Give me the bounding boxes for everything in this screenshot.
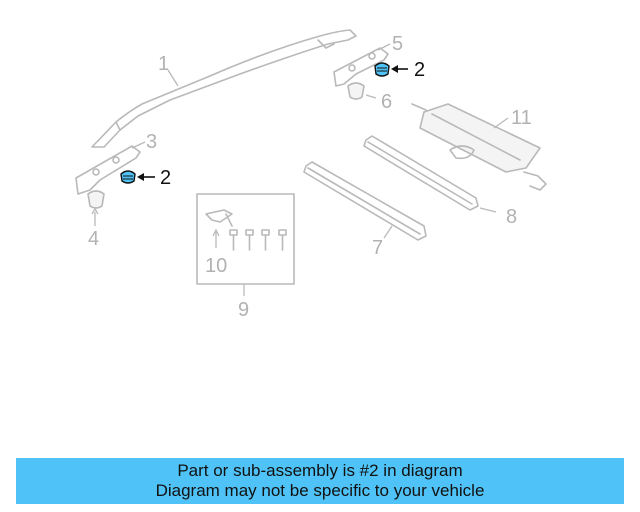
callout-4: 4 bbox=[88, 228, 99, 250]
front-trim-part bbox=[303, 161, 427, 241]
rear-cap-part bbox=[347, 82, 377, 100]
callout-11: 11 bbox=[493, 107, 532, 129]
callout-5: 5 bbox=[377, 33, 403, 55]
front-bracket-part bbox=[75, 145, 141, 195]
svg-text:7: 7 bbox=[372, 237, 383, 259]
bolt-2 bbox=[245, 229, 254, 251]
callout-2-front: 2 bbox=[137, 167, 171, 189]
svg-text:3: 3 bbox=[146, 131, 157, 153]
callout-3: 3 bbox=[131, 131, 157, 153]
svg-text:1: 1 bbox=[158, 53, 169, 75]
banner-line-2: Diagram may not be specific to your vehi… bbox=[155, 481, 485, 500]
info-banner: Part or sub-assembly is #2 in diagram Di… bbox=[16, 458, 624, 504]
bolt-1 bbox=[229, 229, 238, 251]
parts-diagram: 1 3 4 2 5 2 bbox=[75, 29, 547, 321]
callout-6: 6 bbox=[381, 91, 392, 113]
svg-text:5: 5 bbox=[392, 33, 403, 55]
front-clip-highlighted bbox=[120, 170, 136, 184]
slide-assembly-part bbox=[411, 103, 547, 191]
rear-clip-highlighted bbox=[374, 62, 390, 77]
svg-text:2: 2 bbox=[414, 59, 425, 81]
banner-line-1: Part or sub-assembly is #2 in diagram bbox=[177, 461, 463, 480]
bolt-4 bbox=[278, 229, 287, 251]
svg-text:2: 2 bbox=[160, 167, 171, 189]
front-clip-shape bbox=[120, 170, 136, 184]
callout-7: 7 bbox=[372, 225, 393, 259]
callout-2-rear: 2 bbox=[391, 59, 425, 81]
rear-clip-shape bbox=[374, 62, 390, 77]
roof-rail-part bbox=[91, 29, 357, 148]
front-cap-part bbox=[87, 190, 105, 226]
svg-text:8: 8 bbox=[506, 206, 517, 228]
rear-trim-part bbox=[363, 135, 479, 211]
svg-text:11: 11 bbox=[511, 107, 532, 129]
callout-9: 9 bbox=[238, 299, 249, 321]
callout-1: 1 bbox=[158, 53, 179, 87]
hardware-kit-part bbox=[196, 193, 295, 296]
bolt-3 bbox=[261, 229, 270, 251]
callout-8: 8 bbox=[479, 206, 517, 228]
callout-10: 10 bbox=[205, 255, 227, 277]
